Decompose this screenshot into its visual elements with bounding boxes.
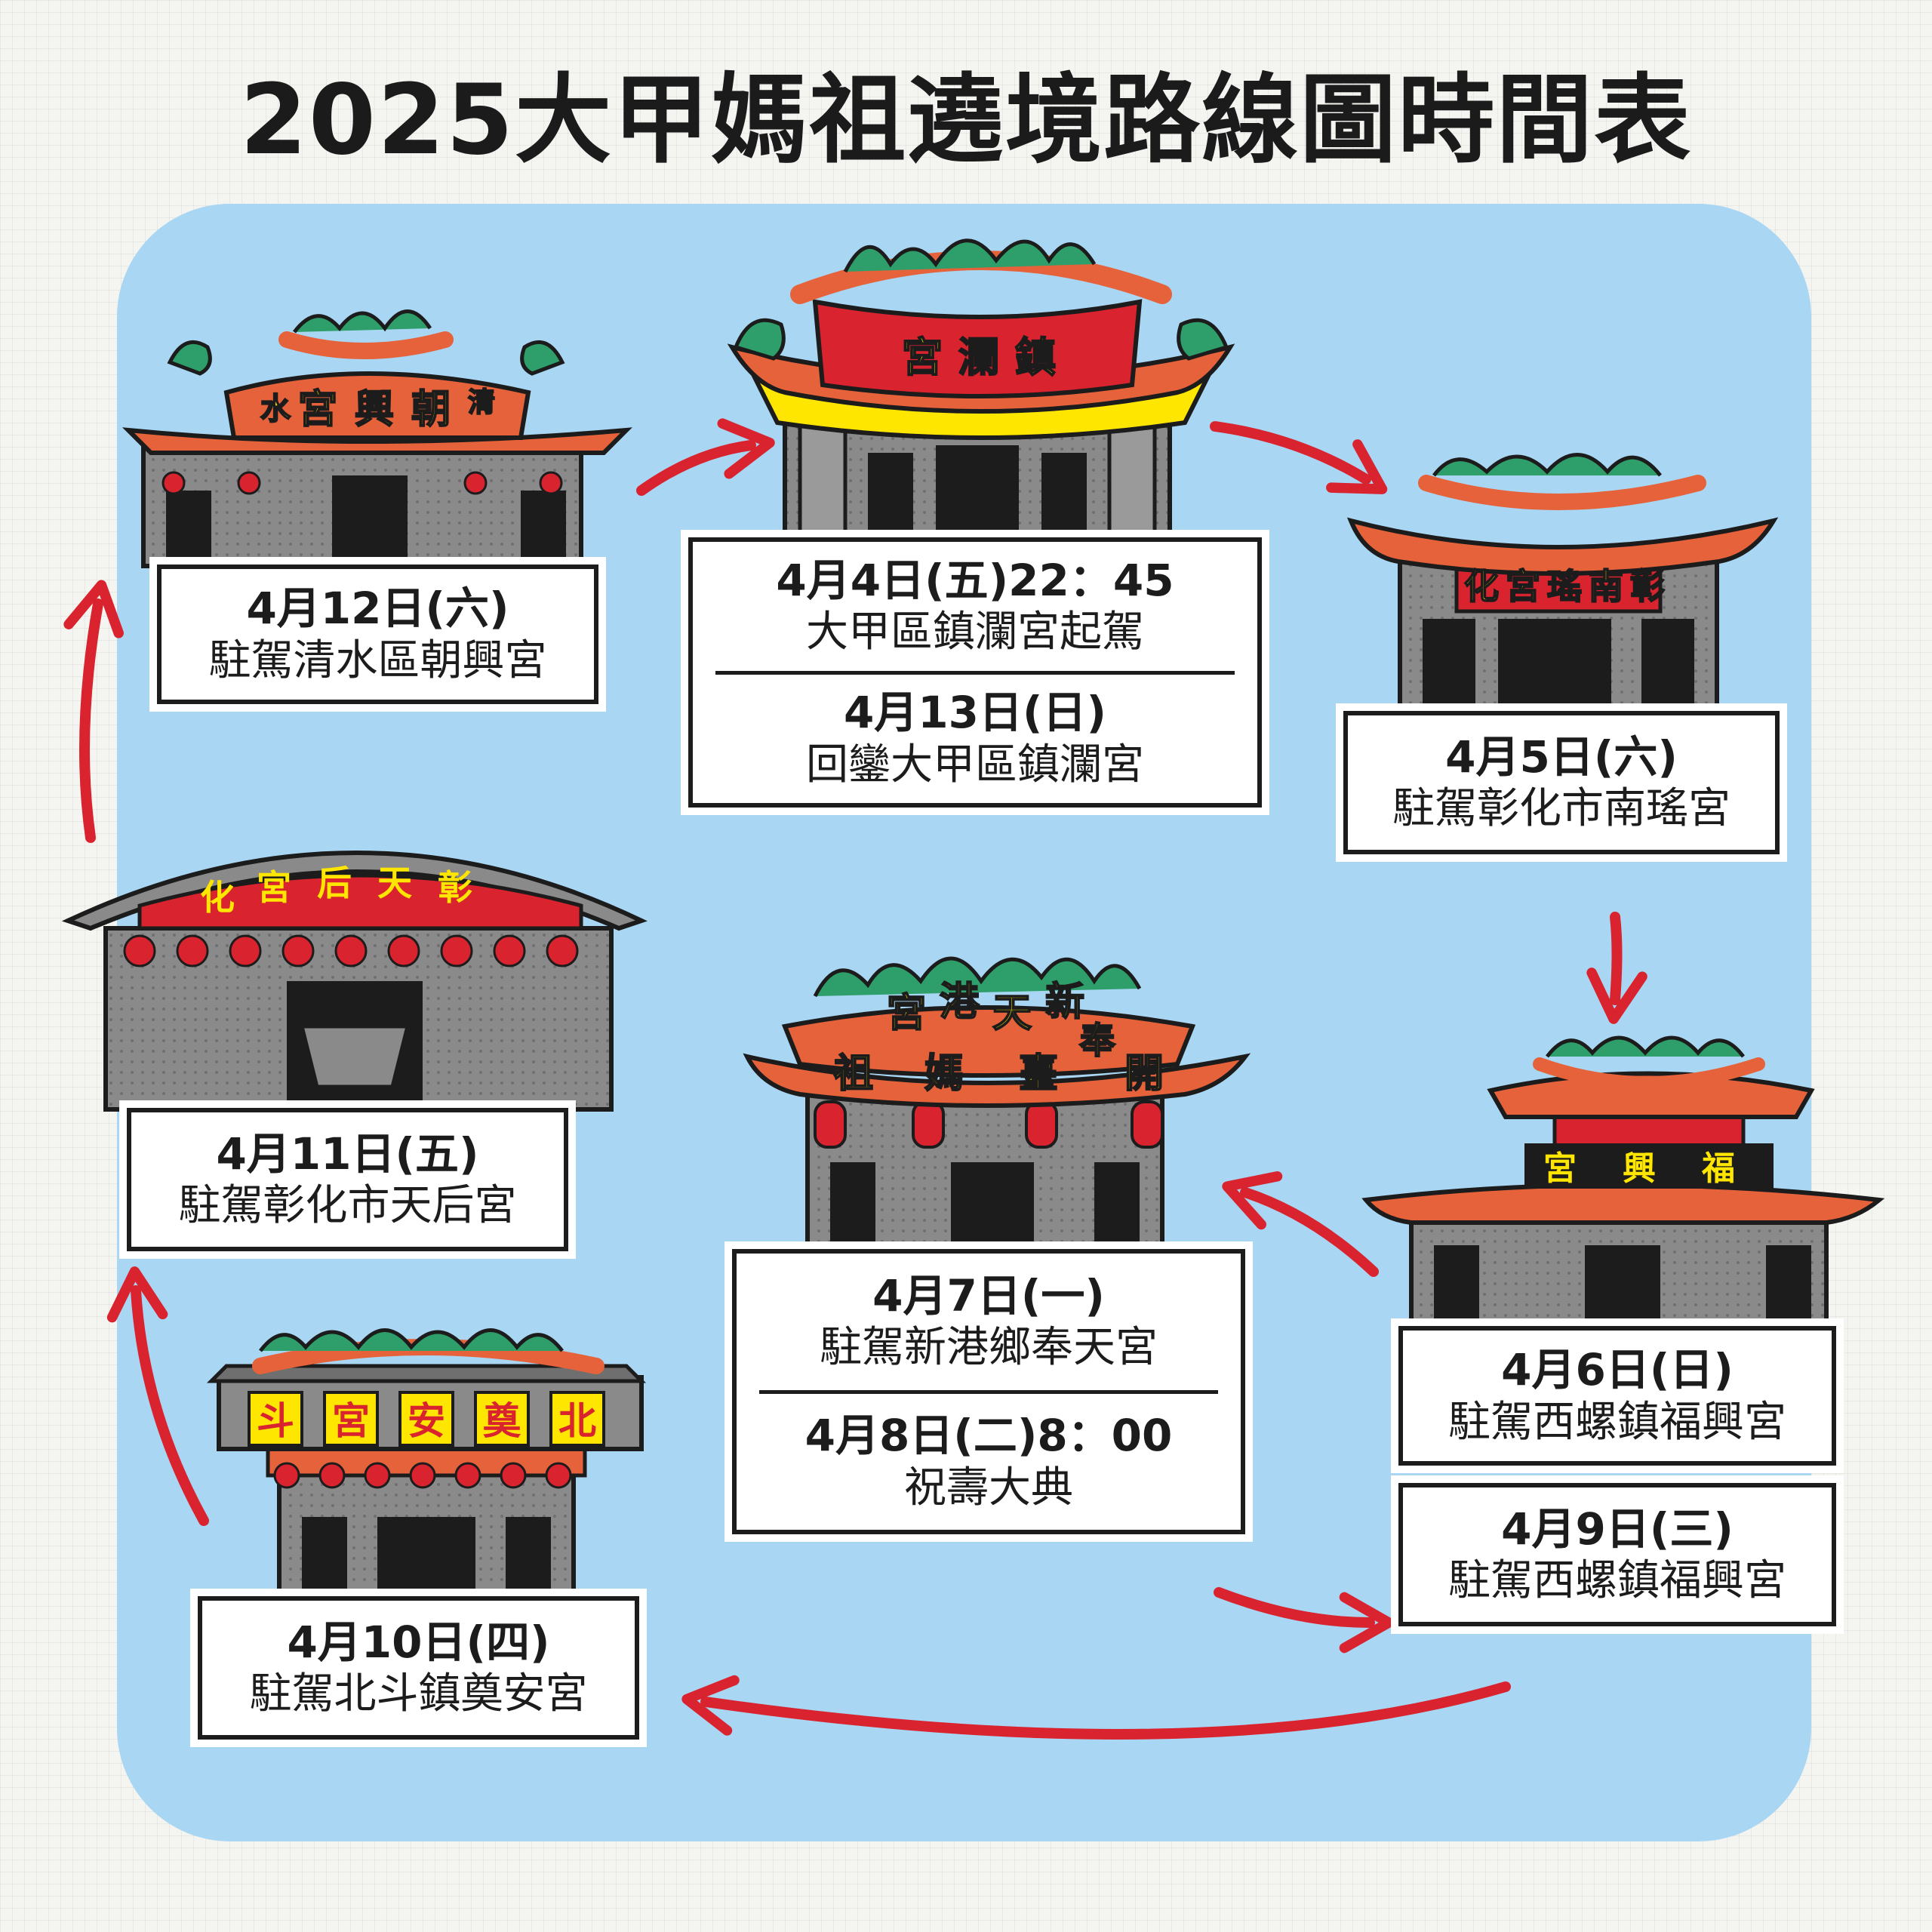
arrow-fuxing-to-fengtian xyxy=(1222,1171,1379,1277)
temple-nanyao-plaque-4: 南 xyxy=(1589,566,1623,607)
stop-place: 大甲區鎮瀾宮起駕 xyxy=(806,608,1144,657)
stop-fengtian-segment-1: 4月7日(一) 駐駕新港鄉奉天宮 xyxy=(737,1254,1241,1390)
arrow-start-to-nanyao xyxy=(1210,421,1388,494)
temple-fuxing-plaque-3: 福 xyxy=(1701,1149,1735,1188)
stop-card-chaoxing: 4月12日(六) 駐駕清水區朝興宮 xyxy=(157,565,598,704)
temple-zhenlan-plaque-3: 鎮 xyxy=(1015,333,1056,381)
temple-zhenlan-plaque-1: 宮 xyxy=(902,333,943,381)
temple-fengan-plaque-1: 斗 xyxy=(257,1398,294,1443)
temple-chaoxing-plaque-1: 水 xyxy=(260,391,291,426)
stop-start-segment-2: 4月13日(日) 回鑾大甲區鎮瀾宮 xyxy=(693,675,1257,804)
stop-fuxing2-segment: 4月9日(三) 駐駕西螺鎮福興宮 xyxy=(1403,1487,1832,1622)
stop-card-fuxing2: 4月9日(三) 駐駕西螺鎮福興宮 xyxy=(1398,1483,1836,1626)
temple-fengtian-plaque-top-3: 天 xyxy=(992,990,1032,1036)
stop-place: 祝壽大典 xyxy=(904,1463,1073,1512)
temple-tianhou-plaque-5: 彰 xyxy=(438,867,472,908)
temple-fuxing-plaque-2: 興 xyxy=(1623,1149,1656,1188)
stop-place: 駐駕清水區朝興宮 xyxy=(208,635,547,685)
stop-card-fuxing: 4月6日(日) 駐駕西螺鎮福興宮 xyxy=(1398,1326,1836,1466)
temple-nanyao-plaque-5: 彰 xyxy=(1630,566,1665,607)
temple-fengan-plaque-3: 安 xyxy=(408,1398,445,1443)
stop-card-fengan: 4月10日(四) 駐駕北斗鎮奠安宮 xyxy=(198,1596,639,1740)
temple-fengtian-plaque-bottom-3: 臺 xyxy=(1019,1051,1058,1097)
temple-tianhou-plaque-2: 宮 xyxy=(257,867,291,908)
temple-fengan-plaque-5: 北 xyxy=(558,1398,596,1443)
arrow-nanyao-to-fuxing xyxy=(1586,912,1647,1024)
temple-fengtian-illustration: 宮 港 天 新 祖 媽 臺 開 奉 xyxy=(743,956,1251,1255)
temple-fengan-plaque-2: 宮 xyxy=(332,1398,370,1443)
page-title: 2025大甲媽祖遶境路線圖時間表 xyxy=(239,64,1693,177)
stop-date: 4月8日(二)8：00 xyxy=(804,1410,1173,1462)
temple-fengan-plaque-4: 奠 xyxy=(483,1398,521,1443)
temple-chaoxing-plaque-4: 朝 xyxy=(411,386,451,432)
stop-date: 4月10日(四) xyxy=(287,1616,550,1668)
stop-date: 4月7日(一) xyxy=(872,1269,1105,1321)
temple-fengtian-plaque-top-2: 港 xyxy=(940,979,980,1025)
temple-fengtian-plaque-side: 奉 xyxy=(1079,1020,1115,1062)
stop-place: 回鑾大甲區鎮瀾宮 xyxy=(806,740,1144,789)
arrow-chaoxing-to-start xyxy=(636,418,775,496)
stop-date: 4月9日(三) xyxy=(1501,1503,1734,1555)
stop-card-start: 4月4日(五)22：45 大甲區鎮瀾宮起駕 4月13日(日) 回鑾大甲區鎮瀾宮 xyxy=(688,537,1262,808)
temple-fuxing-plaque-1: 宮 xyxy=(1543,1149,1577,1188)
temple-fengan-illustration: 斗 宮 安 奠 北 xyxy=(206,1328,647,1602)
arrow-fengan-to-tianhou xyxy=(106,1266,209,1526)
stop-place: 駐駕新港鄉奉天宮 xyxy=(820,1323,1158,1373)
temple-fengtian-plaque-top-4: 新 xyxy=(1045,979,1084,1025)
temple-tianhou-plaque-4: 天 xyxy=(377,863,412,903)
arrow-fengtian-to-fuxing2 xyxy=(1214,1587,1394,1654)
stop-fuxing-segment: 4月6日(日) 駐駕西螺鎮福興宮 xyxy=(1403,1331,1832,1461)
stop-place: 駐駕彰化市天后宮 xyxy=(178,1181,517,1231)
temple-tianhou-illustration: 化 宮 后 天 彰 xyxy=(61,851,648,1112)
stop-date: 4月11日(五) xyxy=(216,1128,479,1180)
card-divider xyxy=(715,670,1235,675)
temple-nanyao-illustration: 化 宮 瑤 南 彰 xyxy=(1347,453,1779,719)
temple-fengtian-plaque-bottom-2: 媽 xyxy=(924,1051,964,1097)
route-arrows xyxy=(63,418,1647,1740)
stop-card-tianhou: 4月11日(五) 駐駕彰化市天后宮 xyxy=(127,1108,568,1251)
temple-chaoxing-plaque-3: 興 xyxy=(355,386,394,432)
temple-nanyao-plaque-1: 化 xyxy=(1464,566,1499,607)
temple-chaoxing-plaque-2: 宮 xyxy=(298,386,337,432)
stop-date: 4月6日(日) xyxy=(1501,1344,1734,1396)
temple-zhenlan-illustration: 宮 瀾 鎮 xyxy=(727,238,1235,546)
arrow-tianhou-to-chaoxing xyxy=(63,580,124,843)
card-divider xyxy=(759,1389,1218,1394)
temple-chaoxing-plaque-5: 清 xyxy=(468,386,495,418)
stop-fengan-segment: 4月10日(四) 駐駕北斗鎮奠安宮 xyxy=(202,1601,635,1735)
stop-card-fengtian: 4月7日(一) 駐駕新港鄉奉天宮 4月8日(二)8：00 祝壽大典 xyxy=(732,1249,1245,1534)
stop-chaoxing-segment: 4月12日(六) 駐駕清水區朝興宮 xyxy=(162,569,594,700)
stop-nanyao-segment: 4月5日(六) 駐駕彰化市南瑤宮 xyxy=(1348,715,1775,850)
stop-date: 4月13日(日) xyxy=(843,687,1107,739)
stop-date: 4月4日(五)22：45 xyxy=(776,554,1174,606)
arrow-fuxing2-to-fengan xyxy=(681,1675,1511,1740)
stop-start-segment-1: 4月4日(五)22：45 大甲區鎮瀾宮起駕 xyxy=(693,542,1257,671)
temple-fengtian-plaque-bottom-4: 開 xyxy=(1124,1051,1164,1097)
temple-fengtian-plaque-top-1: 宮 xyxy=(887,990,926,1036)
temple-nanyao-plaque-3: 瑤 xyxy=(1547,566,1582,607)
stop-fengtian-segment-2: 4月8日(二)8：00 祝壽大典 xyxy=(737,1394,1241,1531)
temple-nanyao-plaque-2: 宮 xyxy=(1506,566,1540,607)
temple-zhenlan-plaque-2: 瀾 xyxy=(958,333,999,381)
stop-place: 駐駕西螺鎮福興宮 xyxy=(1448,1397,1786,1447)
stop-date: 4月12日(六) xyxy=(246,583,509,635)
stop-date: 4月5日(六) xyxy=(1445,731,1678,783)
temple-chaoxing-illustration: 水 宮 興 朝 清 xyxy=(122,309,632,568)
stop-place: 駐駕西螺鎮福興宮 xyxy=(1448,1556,1786,1606)
temple-fuxing-illustration: 宮 興 福 xyxy=(1361,1035,1885,1331)
stop-place: 駐駕彰化市南瑤宮 xyxy=(1392,784,1730,834)
temple-tianhou-plaque-3: 后 xyxy=(317,863,352,903)
stop-place: 駐駕北斗鎮奠安宮 xyxy=(249,1669,588,1719)
stop-card-nanyao: 4月5日(六) 駐駕彰化市南瑤宮 xyxy=(1343,711,1780,854)
temple-fengtian-plaque-bottom-1: 祖 xyxy=(834,1051,873,1097)
stop-tianhou-segment: 4月11日(五) 駐駕彰化市天后宮 xyxy=(131,1112,564,1247)
temple-tianhou-plaque-1: 化 xyxy=(200,877,235,918)
